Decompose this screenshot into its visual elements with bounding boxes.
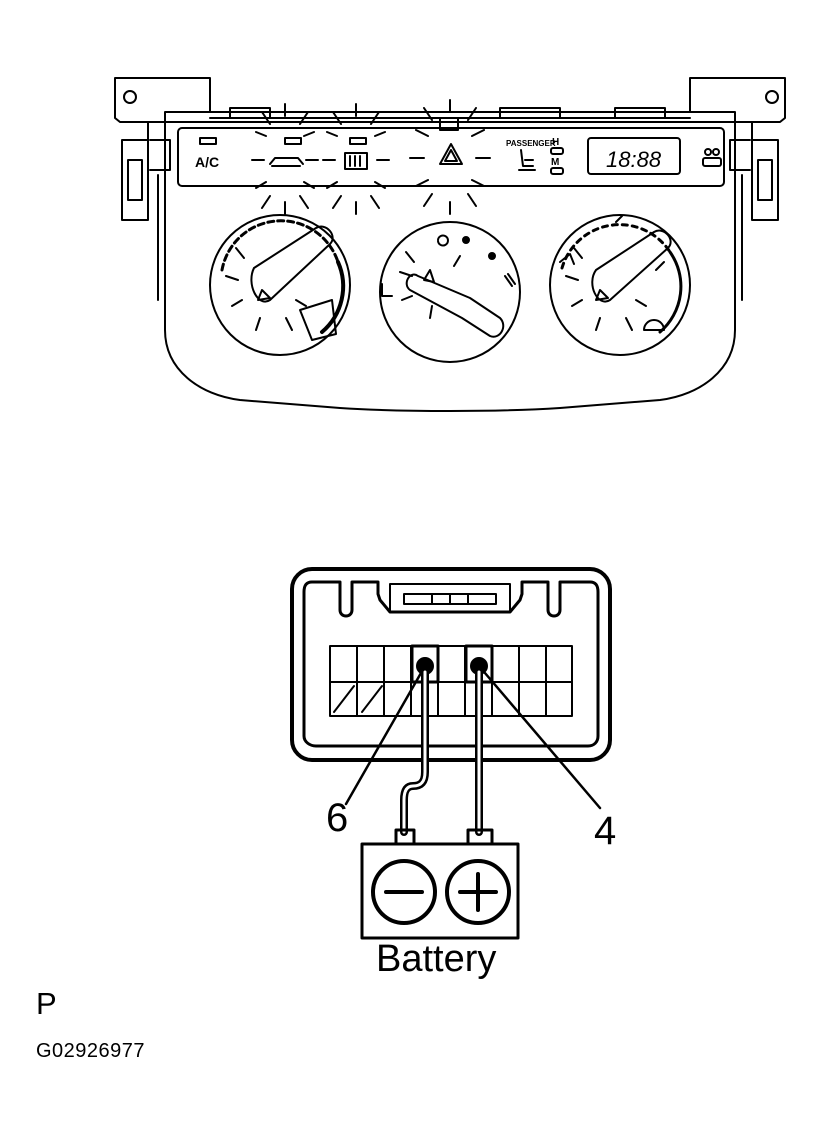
fan-mid-label: M [551, 157, 559, 168]
fan-speed-dial-right [549, 214, 691, 356]
hazard-icon [439, 143, 463, 165]
temperature-dial-left [209, 214, 351, 356]
clock-display: 18:88 [606, 147, 662, 172]
clock-display-box [587, 137, 681, 175]
figure-code: G02926977 [36, 1040, 146, 1062]
right-mounting-bracket [689, 77, 786, 301]
pin4-leader-line [477, 664, 602, 810]
mode-dial-center [379, 221, 521, 363]
panel-bezel [164, 121, 736, 412]
pin6-leader-line [344, 664, 427, 806]
clock-adjust-icon [702, 148, 722, 167]
connector-housing-inner [302, 580, 600, 748]
seat-heater-icon [518, 149, 536, 171]
pin-4-label: 4 [594, 809, 617, 853]
left-mounting-bracket [114, 77, 211, 301]
mode-knob-center [405, 273, 505, 338]
ac-label: A/C [195, 154, 219, 170]
page-letter: P [36, 986, 57, 1021]
battery-case [360, 842, 520, 940]
passenger-label: PASSENGER [506, 139, 556, 148]
windshield-defroster-icon [643, 319, 665, 331]
recirculation-icon [269, 157, 304, 167]
terminal-grid [329, 645, 573, 717]
climate-control-panel [114, 77, 786, 412]
battery-label: Battery [376, 938, 497, 980]
fan-speed-knob-right [591, 229, 672, 303]
fan-high-label: H [552, 137, 559, 148]
connector-housing-outer [290, 567, 612, 762]
connector [290, 567, 612, 762]
test-leads [344, 664, 602, 836]
positive-terminal-symbol [445, 859, 511, 925]
negative-terminal-symbol [371, 859, 437, 925]
pin-6-label: 6 [326, 796, 349, 840]
battery [360, 828, 520, 940]
temperature-knob-left [250, 225, 334, 303]
connector-latch [389, 583, 511, 613]
display-strip [177, 127, 725, 187]
fan-speed-icon [559, 215, 665, 271]
rear-defogger-icon [344, 152, 368, 170]
illumination-rays [251, 99, 491, 215]
